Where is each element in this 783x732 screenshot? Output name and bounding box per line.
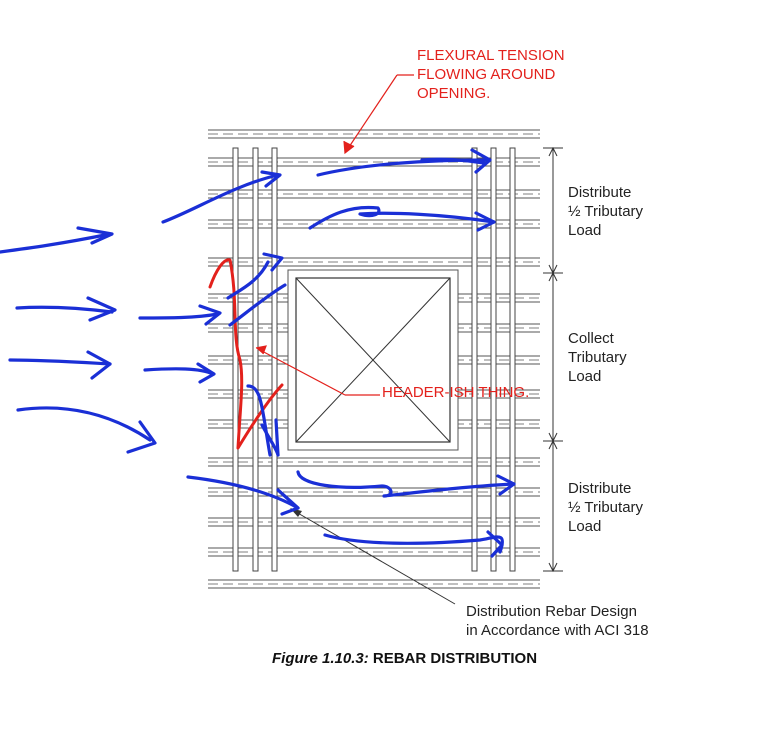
horizontal-rebar-band [208, 389, 540, 399]
red-header-sketch [208, 258, 284, 450]
flow-arrow [496, 474, 516, 496]
figure-number: Figure 1.10.3: [272, 650, 369, 667]
horizontal-rebar-band [208, 257, 540, 267]
flexural-tension-line-1: FLEXURAL TENSION [417, 47, 565, 64]
flow-arrow [260, 170, 282, 188]
distribute-bottom-line-3: Load [568, 518, 602, 535]
flow-arrow [274, 418, 280, 457]
collect-line-1: Collect [568, 330, 614, 347]
horizontal-rebar-band [208, 355, 540, 365]
distribute-bottom-label: Distribute ½ Tributary Load [568, 479, 643, 536]
flow-arrow [143, 367, 215, 376]
flow-arrow [8, 358, 112, 366]
blue-load-flow-sketch [0, 148, 516, 558]
flow-arrow [86, 296, 117, 322]
distribute-top-line-2: ½ Tributary [568, 203, 644, 220]
flow-arrow [186, 475, 300, 510]
horizontal-rebar-band [208, 517, 540, 527]
collect-line-3: Load [568, 368, 602, 385]
flow-arrow [0, 232, 112, 254]
horizontal-rebar-band [208, 129, 540, 139]
flow-arrow [76, 226, 114, 245]
horizontal-rebar-band [208, 189, 540, 199]
flow-arrow [486, 530, 504, 558]
rebar-design-label: Distribution Rebar Design in Accordance … [466, 602, 649, 640]
vertical-rebar-right [471, 147, 516, 572]
rebar-design-line-1: Distribution Rebar Design [466, 603, 637, 620]
flow-arrow [246, 384, 272, 457]
distribute-top-line-3: Load [568, 222, 602, 239]
flow-arrow [308, 205, 496, 230]
flow-arrow [296, 470, 516, 498]
figure-caption: Figure 1.10.3: REBAR DISTRIBUTION [272, 649, 537, 668]
flexural-tension-label: FLEXURAL TENSION FLOWING AROUND OPENING. [417, 46, 565, 103]
rebar-design-line-2: in Accordance with ACI 318 [466, 622, 649, 639]
flow-arrow [226, 260, 270, 300]
flow-arrow [420, 157, 486, 165]
horizontal-rebar-band [208, 579, 540, 589]
flow-arrow [126, 420, 157, 454]
flow-arrow [323, 533, 504, 554]
flow-arrow [198, 304, 222, 326]
distribute-bottom-line-1: Distribute [568, 480, 632, 497]
horizontal-rebar-band [208, 323, 540, 333]
horizontal-rebar-band [208, 457, 540, 467]
flexural-tension-line-3: OPENING. [417, 85, 491, 102]
dimension-line [543, 146, 563, 573]
distribute-bottom-line-2: ½ Tributary [568, 499, 644, 516]
wall-opening [287, 269, 459, 451]
header-ish-leader [255, 345, 380, 396]
distribute-top-label: Distribute ½ Tributary Load [568, 183, 643, 240]
distribute-top-line-1: Distribute [568, 184, 632, 201]
flow-arrow [196, 362, 216, 384]
flow-arrow [86, 350, 112, 380]
flow-arrow [16, 406, 152, 442]
collect-line-2: Tributary [568, 349, 627, 366]
collect-label: Collect Tributary Load [568, 329, 627, 386]
flow-arrow [15, 305, 114, 314]
horizontal-rebar-band [208, 293, 540, 303]
flow-arrow [228, 283, 287, 327]
flow-arrow [262, 252, 284, 272]
flow-arrow [161, 173, 280, 224]
flow-arrow [276, 488, 300, 516]
flow-arrow [474, 211, 496, 232]
figure-title: REBAR DISTRIBUTION [372, 650, 538, 667]
flexural-tension-line-2: FLOWING AROUND [417, 66, 556, 83]
vertical-rebar-left [232, 147, 278, 572]
header-ish-label: HEADER-ISH THING. [382, 384, 530, 401]
horizontal-rebar-band [208, 547, 540, 557]
flow-arrow [138, 312, 220, 320]
flexural-tension-leader [343, 74, 414, 155]
flow-arrow [470, 148, 492, 174]
